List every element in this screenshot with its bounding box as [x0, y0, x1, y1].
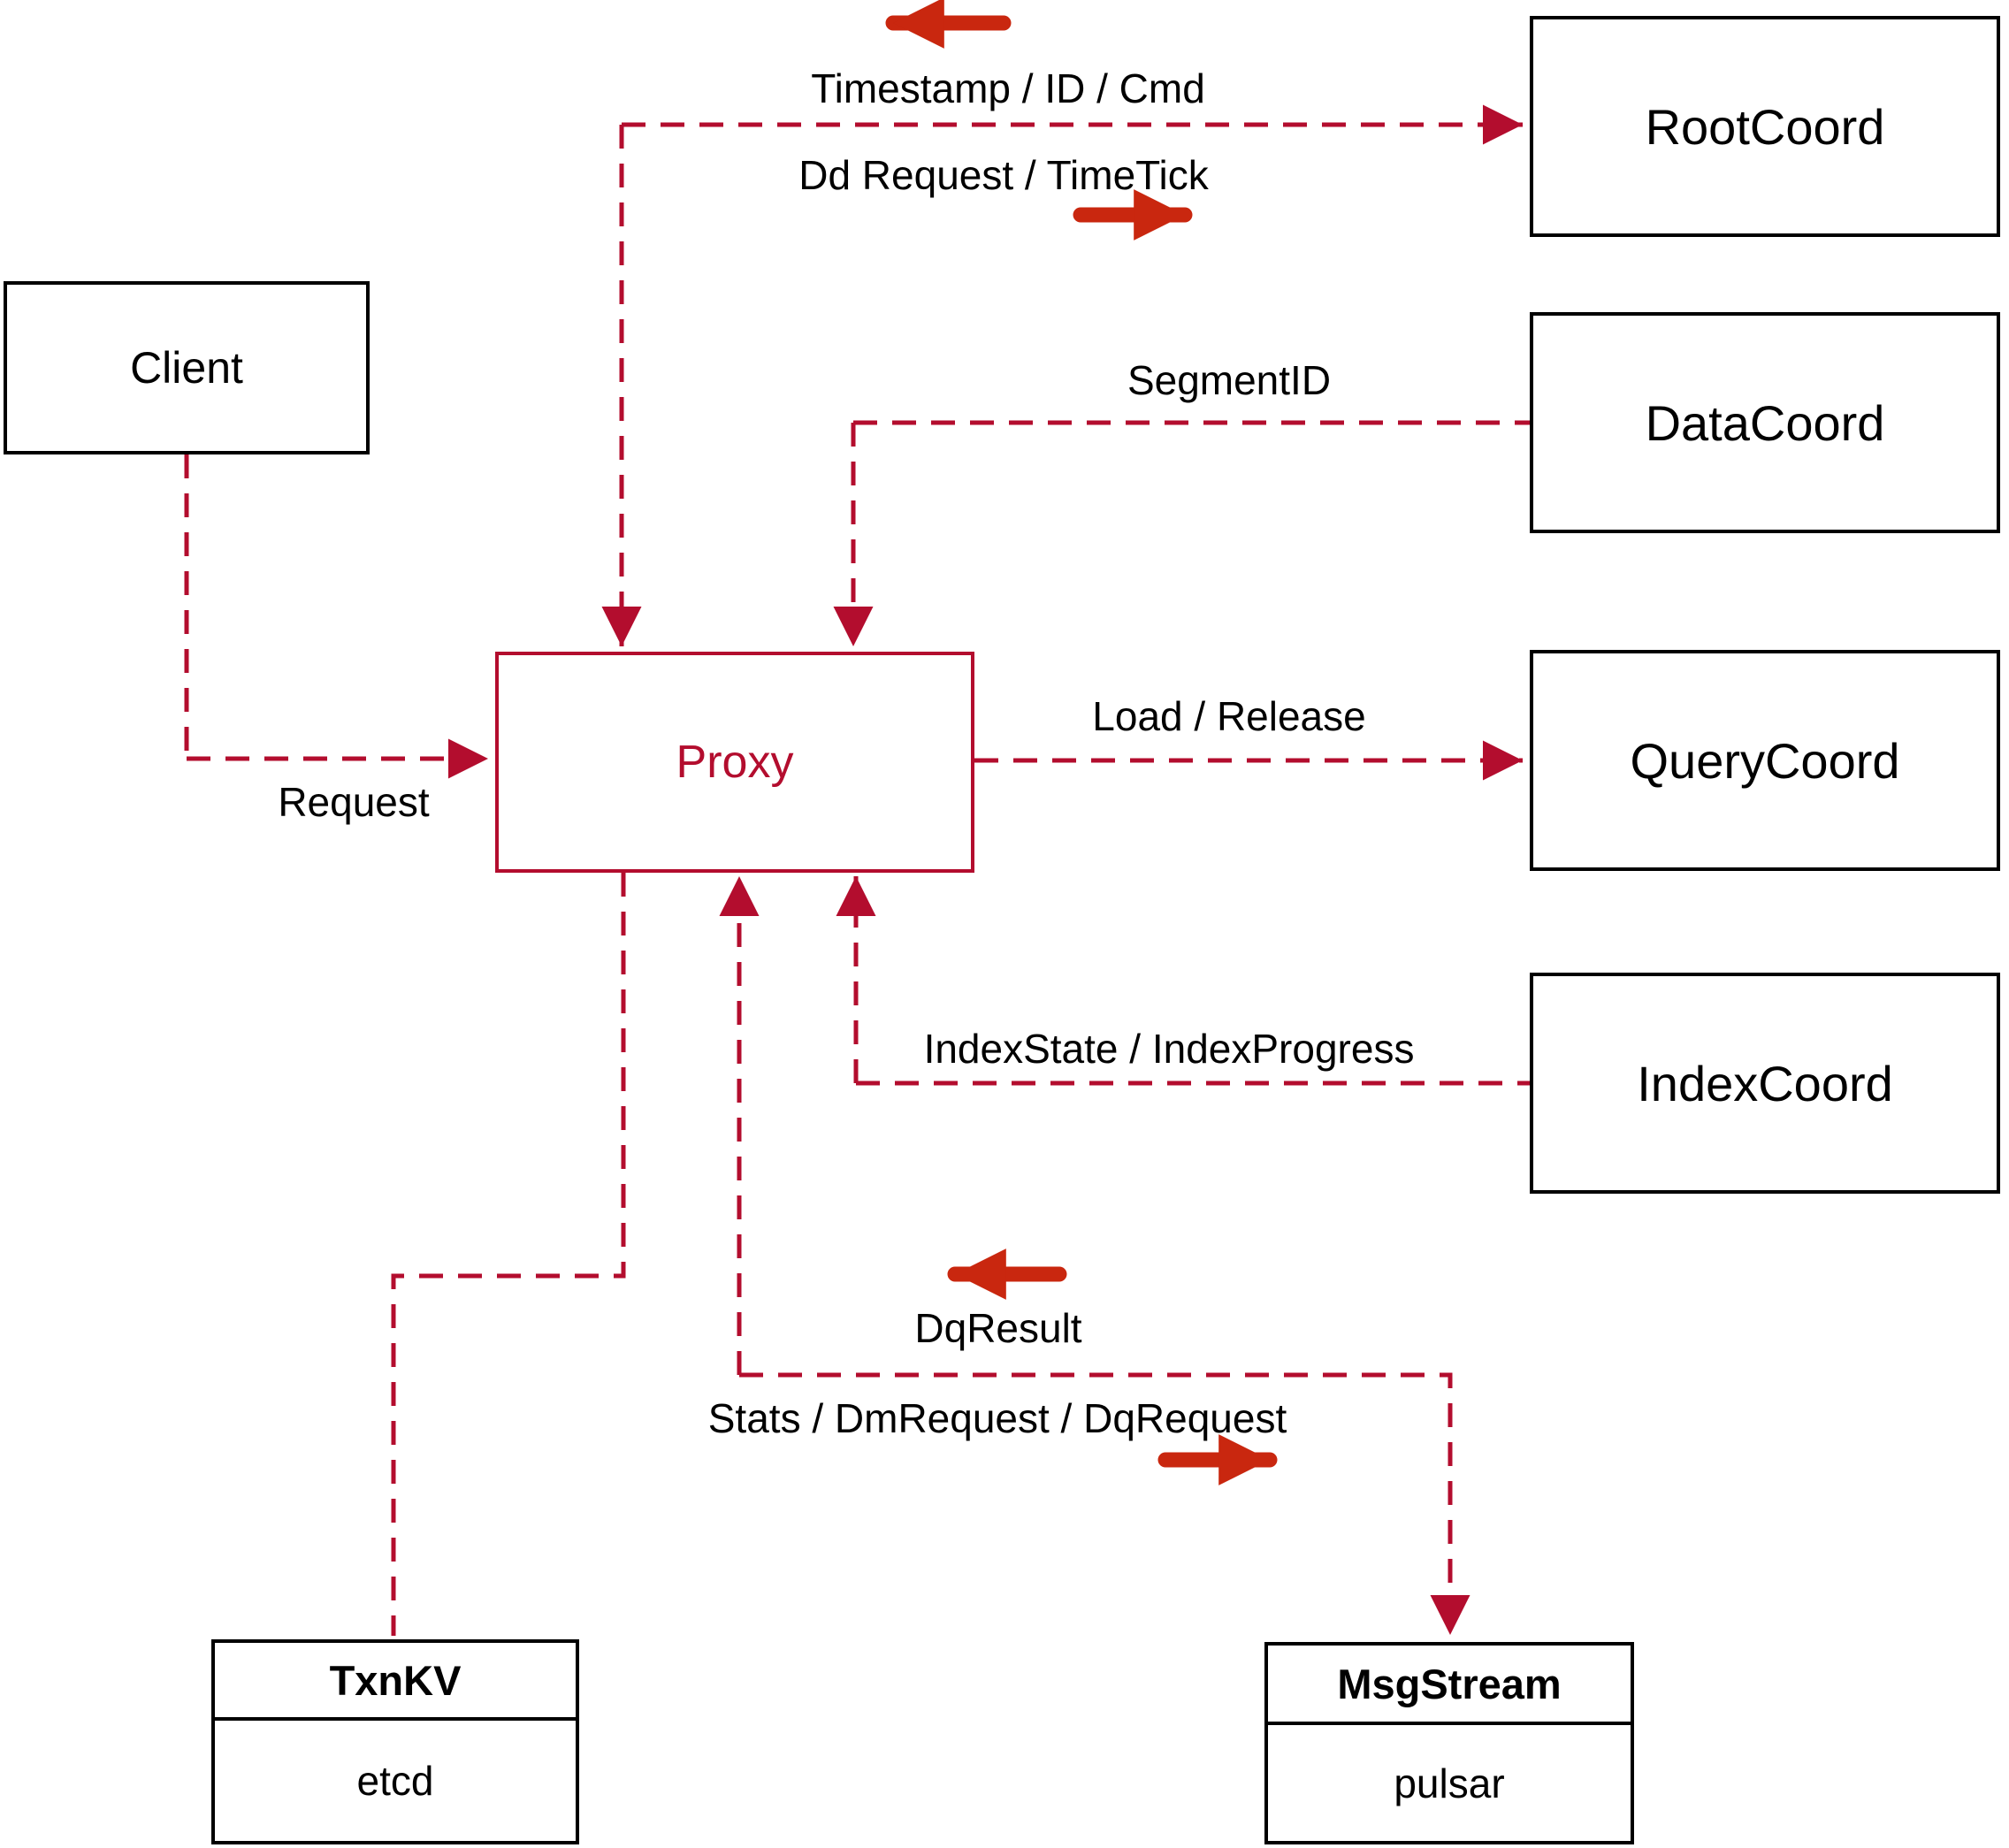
node-rootcoord-label: RootCoord	[1645, 98, 1885, 155]
node-msgstream: MsgStream pulsar	[1264, 1642, 1634, 1844]
edge-label-request: Request	[278, 779, 430, 825]
edge-label-load-release: Load / Release	[1092, 693, 1366, 739]
node-rootcoord: RootCoord	[1530, 16, 2000, 237]
node-client-label: Client	[130, 343, 243, 393]
node-txnkv: TxnKV etcd	[211, 1639, 579, 1844]
edge-label-stats-dmrequest-dqrequest: Stats / DmRequest / DqRequest	[707, 1395, 1287, 1441]
edge-label-dqresult: DqResult	[914, 1305, 1082, 1351]
node-querycoord-label: QueryCoord	[1630, 732, 1900, 789]
node-querycoord: QueryCoord	[1530, 650, 2000, 871]
edge-label-segmentid: SegmentID	[1127, 357, 1332, 403]
edge-proxy-txnkv	[391, 873, 626, 1636]
node-proxy-label: Proxy	[676, 737, 794, 788]
edge-label-indexstate-indexprogress: IndexState / IndexProgress	[923, 1026, 1415, 1072]
node-msgstream-title: MsgStream	[1268, 1646, 1631, 1725]
node-proxy: Proxy	[495, 652, 974, 873]
node-txnkv-title: TxnKV	[215, 1643, 576, 1721]
node-datacoord-label: DataCoord	[1645, 394, 1885, 451]
node-txnkv-impl: etcd	[356, 1758, 434, 1804]
node-datacoord: DataCoord	[1530, 312, 2000, 533]
node-msgstream-impl: pulsar	[1394, 1760, 1505, 1806]
edge-label-timestamp-id-cmd: Timestamp / ID / Cmd	[811, 65, 1205, 111]
node-indexcoord: IndexCoord	[1530, 973, 2000, 1194]
edge-label-dd-request-timetick: Dd Request / TimeTick	[798, 152, 1209, 198]
edge-proxy-msgstream	[739, 1372, 1470, 1635]
node-client: Client	[4, 281, 370, 454]
node-indexcoord-label: IndexCoord	[1637, 1055, 1893, 1111]
